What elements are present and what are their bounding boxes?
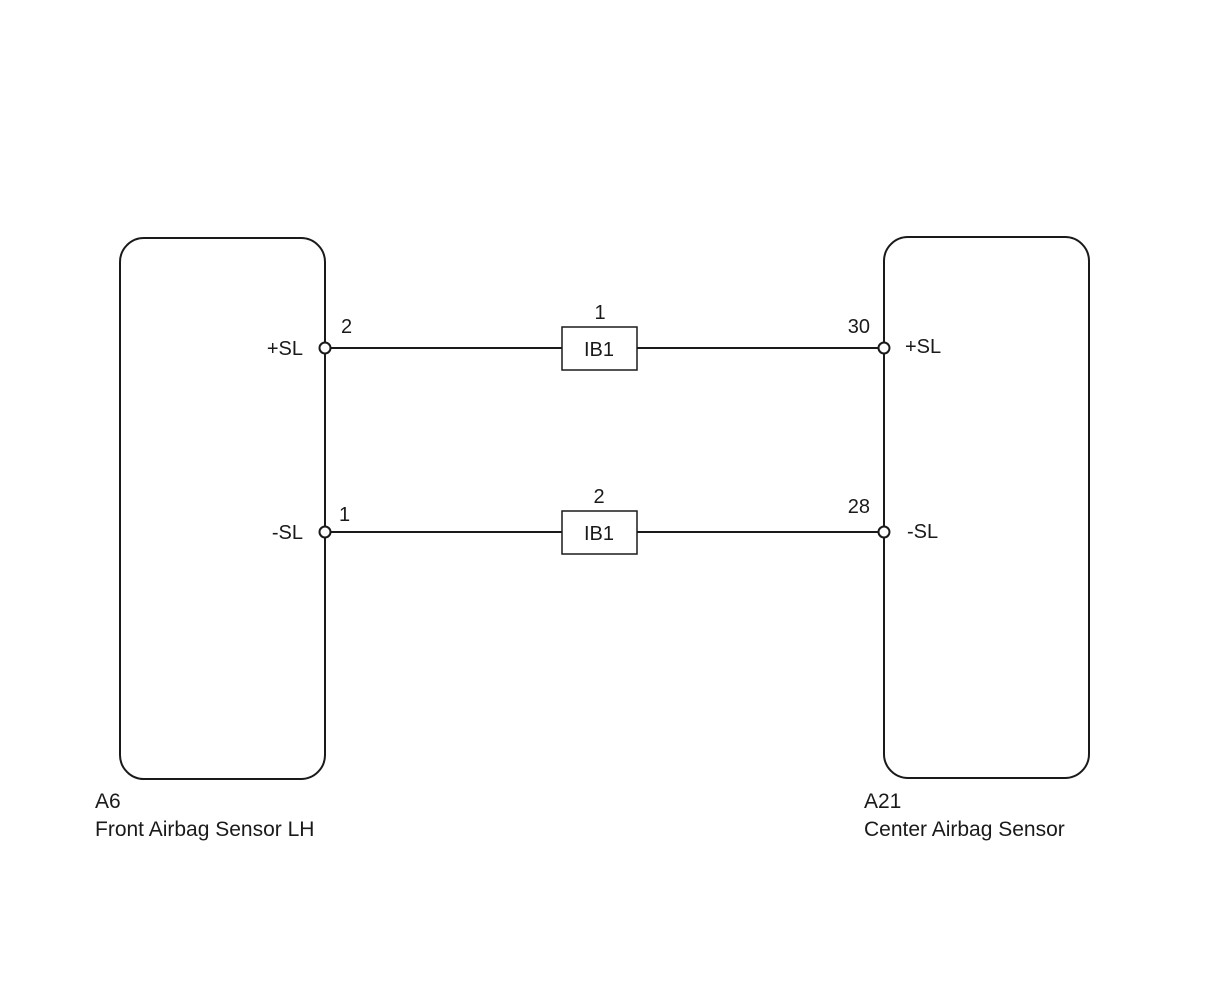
terminal-right-plus-sl (877, 341, 891, 355)
left-component-code: A6 (95, 790, 121, 813)
left-pin-number-plus-sl: 2 (341, 316, 352, 338)
left-pin-label-plus-sl: +SL (267, 338, 303, 360)
right-component-box (883, 236, 1090, 779)
terminal-right-minus-sl (877, 525, 891, 539)
connector-ib1-top-box (561, 326, 638, 371)
left-pin-number-minus-sl: 1 (339, 504, 350, 526)
terminal-left-plus-sl (318, 341, 332, 355)
left-component-name: Front Airbag Sensor LH (95, 818, 314, 841)
connector-ib1-bottom-label: IB1 (584, 523, 614, 545)
connector-ib1-top-pin: 1 (594, 302, 605, 324)
right-component-name: Center Airbag Sensor (864, 818, 1065, 841)
right-component-code: A21 (864, 790, 901, 813)
terminal-left-minus-sl (318, 525, 332, 539)
left-component-box (119, 237, 326, 780)
connector-ib1-bottom-pin: 2 (593, 486, 604, 508)
connector-ib1-top-label: IB1 (584, 339, 614, 361)
right-pin-label-minus-sl: -SL (907, 521, 938, 543)
right-pin-number-plus-sl: 30 (848, 316, 870, 338)
right-pin-label-plus-sl: +SL (905, 336, 941, 358)
connector-ib1-bottom-box (561, 510, 638, 555)
right-pin-number-minus-sl: 28 (848, 496, 870, 518)
left-pin-label-minus-sl: -SL (272, 522, 303, 544)
